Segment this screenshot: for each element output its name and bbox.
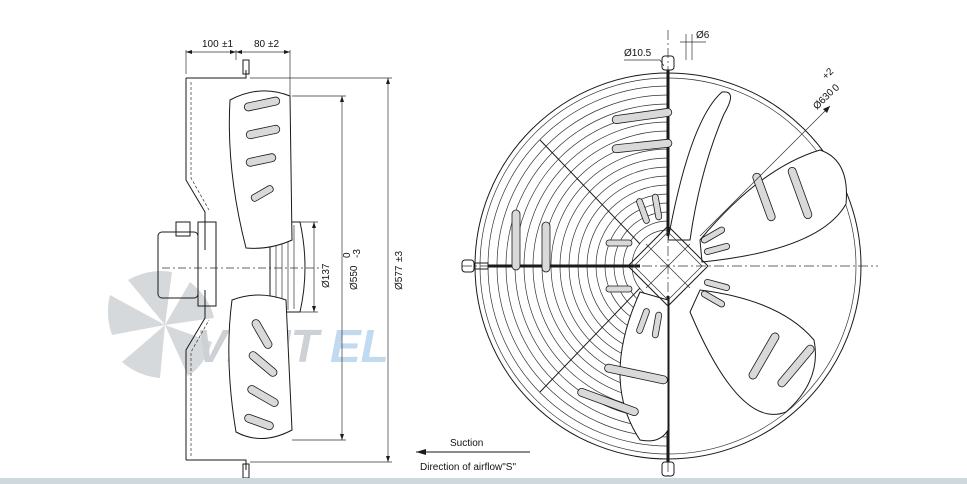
dim-depth-1: 100	[202, 39, 219, 50]
side-view: 100 ±1 80 ±2 Ø137 Ø550 0 -3 Ø577 ±3 Suct…	[157, 39, 530, 479]
airflow-arrow-head	[416, 449, 426, 455]
dim-blade: Ø550	[349, 265, 360, 290]
suction-label: Suction	[450, 438, 483, 449]
watermark: VENT EL	[107, 271, 389, 378]
dim-guard-tol: ±3	[394, 251, 405, 262]
airflow-label: Direction of airflow"S"	[420, 462, 516, 473]
dim-blade-tol-upper: 0	[342, 252, 353, 258]
watermark-fan-icon	[107, 271, 214, 378]
fan-blade	[689, 289, 816, 415]
dim-depth-2-tol: ±2	[268, 39, 279, 50]
dim-depth-2: 80	[254, 39, 266, 50]
dim-hub: Ø137	[321, 263, 332, 288]
dim-depth-1-tol: ±1	[222, 39, 233, 50]
hub-plate	[627, 225, 709, 307]
watermark-text-right: EL	[330, 320, 389, 372]
dim-hole: Ø10.5	[624, 48, 652, 59]
dim-guard: Ø577	[394, 265, 405, 290]
dim-pcd: Ø630	[811, 87, 836, 112]
dim-pcd-tol-upper: +2	[820, 66, 836, 82]
dim-blade-tol-lower: -3	[352, 249, 363, 258]
bottom-bar	[0, 478, 967, 484]
dim-wire: Ø6	[696, 30, 710, 41]
fan-blade	[667, 91, 731, 241]
front-view: Ø630 +2 0 Ø10.5 Ø6	[461, 30, 878, 477]
